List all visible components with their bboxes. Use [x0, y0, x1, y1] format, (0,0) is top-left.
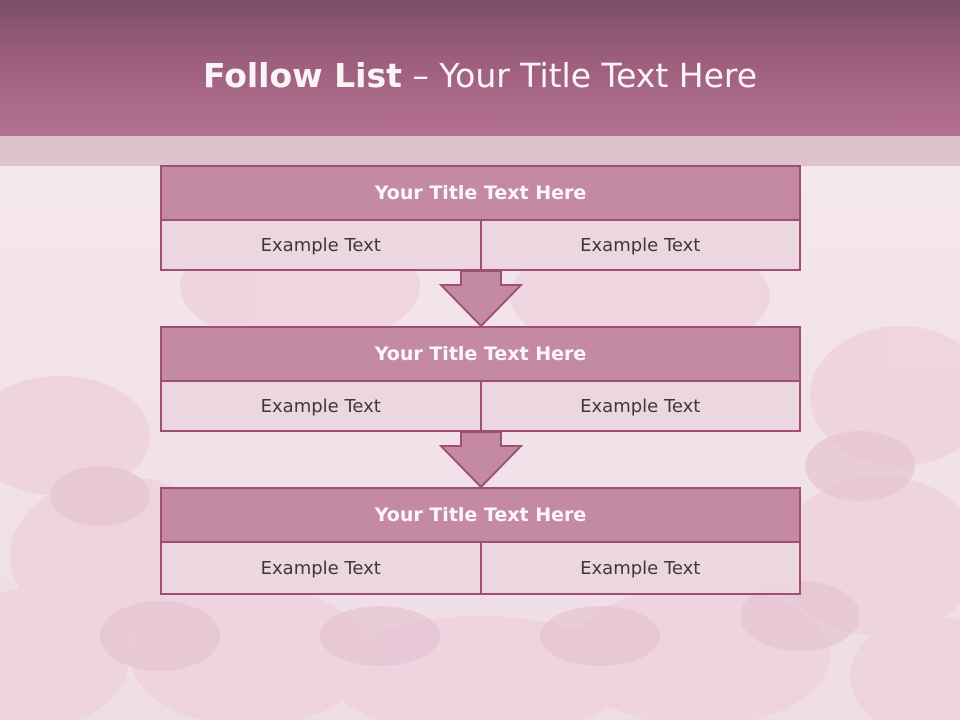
block-title: Your Title Text Here — [160, 165, 801, 221]
title-rest: – Your Title Text Here — [401, 56, 758, 95]
list-block-3: Your Title Text Here Example Text Exampl… — [160, 487, 801, 595]
list-block-2: Your Title Text Here Example Text Exampl… — [160, 326, 801, 432]
block-title: Your Title Text Here — [160, 326, 801, 382]
block-row: Example Text Example Text — [160, 543, 801, 595]
header-band — [0, 136, 960, 166]
page-title: Follow List – Your Title Text Here — [0, 52, 960, 100]
down-arrow-icon — [439, 432, 523, 488]
block-cell-right: Example Text — [481, 382, 801, 432]
block-cell-left: Example Text — [160, 221, 482, 271]
title-bold: Follow List — [202, 56, 402, 95]
header-bar — [0, 0, 960, 136]
block-title: Your Title Text Here — [160, 487, 801, 543]
block-cell-left: Example Text — [160, 382, 482, 432]
block-cell-right: Example Text — [481, 543, 801, 595]
block-cell-right: Example Text — [481, 221, 801, 271]
list-block-1: Your Title Text Here Example Text Exampl… — [160, 165, 801, 271]
block-row: Example Text Example Text — [160, 221, 801, 271]
down-arrow-icon — [439, 271, 523, 327]
block-cell-left: Example Text — [160, 543, 482, 595]
block-row: Example Text Example Text — [160, 382, 801, 432]
